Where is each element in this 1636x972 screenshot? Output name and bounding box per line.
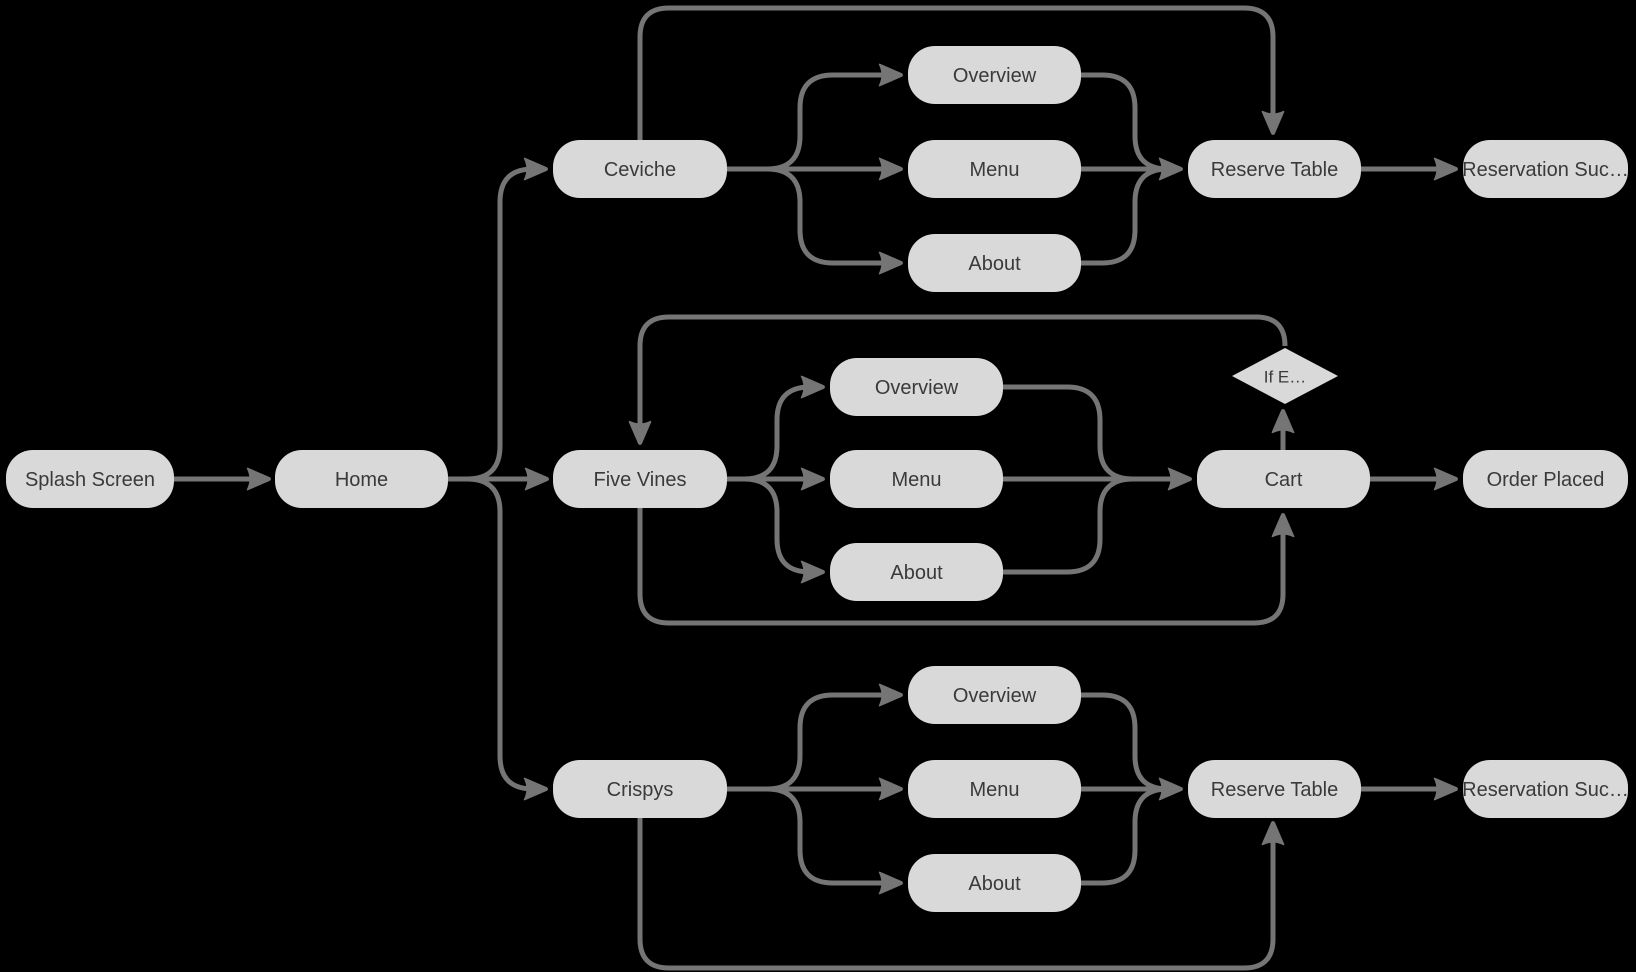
node-label-cart: Cart [1265, 469, 1303, 491]
node-shape-menu-3[interactable] [908, 760, 1081, 818]
node-shape-order-placed[interactable] [1463, 450, 1628, 508]
node-shape-reserve-table-1[interactable] [1188, 140, 1361, 198]
node-label-menu-2: Menu [891, 469, 941, 491]
edge-about-1-to-reserve-table-1 [1081, 166, 1169, 266]
edge-about-2-to-cart [1003, 476, 1134, 575]
node-shape-five-vines[interactable] [553, 450, 727, 508]
node-label-overview-2: Overview [875, 377, 959, 399]
node-shape-about-1[interactable] [908, 234, 1081, 292]
node-shape-overview-1[interactable] [908, 46, 1081, 104]
node-if-empty[interactable]: If E… [1232, 348, 1338, 404]
node-about-1[interactable]: About [908, 234, 1081, 292]
node-shape-about-2[interactable] [830, 543, 1003, 601]
node-label-splash-screen: Splash Screen [25, 469, 155, 491]
edge-home-to-ceviche [448, 157, 548, 482]
node-label-reservation-success-1: Reservation Suc… [1462, 159, 1629, 181]
node-label-menu-1: Menu [969, 159, 1019, 181]
edge-layer [174, 5, 1458, 971]
node-shape-menu-1[interactable] [908, 140, 1081, 198]
edge-overview-3-to-reserve-table-3 [1081, 692, 1169, 792]
node-label-overview-3: Overview [953, 685, 1037, 707]
node-shape-cart[interactable] [1197, 450, 1370, 508]
node-label-about-3: About [968, 873, 1021, 895]
node-overview-3[interactable]: Overview [908, 666, 1081, 724]
node-overview-1[interactable]: Overview [908, 46, 1081, 104]
node-menu-3[interactable]: Menu [908, 760, 1081, 818]
node-reserve-table-1[interactable]: Reserve Table [1188, 140, 1361, 198]
node-shape-reservation-success-1[interactable] [1463, 140, 1628, 198]
node-reservation-success-3[interactable]: Reservation Suc… [1462, 760, 1629, 818]
node-menu-2[interactable]: Menu [830, 450, 1003, 508]
node-label-order-placed: Order Placed [1487, 469, 1605, 491]
node-label-menu-3: Menu [969, 779, 1019, 801]
node-label-reserve-table-3: Reserve Table [1211, 779, 1338, 801]
edge-if-empty-to-five-vines [628, 314, 1288, 445]
node-five-vines[interactable]: Five Vines [553, 450, 727, 508]
node-shape-home[interactable] [275, 450, 448, 508]
node-ceviche[interactable]: Ceviche [553, 140, 727, 198]
edge-ceviche-to-overview-1 [727, 63, 903, 172]
edge-ceviche-to-reserve-table-1 [637, 5, 1285, 140]
node-shape-reserve-table-3[interactable] [1188, 760, 1361, 818]
node-shape-menu-2[interactable] [830, 450, 1003, 508]
node-shape-crispys[interactable] [553, 760, 727, 818]
node-label-crispys: Crispys [607, 779, 674, 801]
node-order-placed[interactable]: Order Placed [1463, 450, 1628, 508]
node-reserve-table-3[interactable]: Reserve Table [1188, 760, 1361, 818]
edge-home-to-crispys [448, 476, 548, 801]
node-reservation-success-1[interactable]: Reservation Suc… [1462, 140, 1629, 198]
node-label-about-1: About [968, 253, 1021, 275]
node-label-ceviche: Ceviche [604, 159, 676, 181]
node-about-2[interactable]: About [830, 543, 1003, 601]
node-label-home: Home [335, 469, 388, 491]
node-about-3[interactable]: About [908, 854, 1081, 912]
edge-five-vines-to-overview-2 [727, 375, 825, 482]
edge-five-vines-to-cart [637, 508, 1295, 626]
node-shape-reservation-success-3[interactable] [1463, 760, 1628, 818]
node-shape-splash-screen[interactable] [6, 450, 174, 508]
node-overview-2[interactable]: Overview [830, 358, 1003, 416]
node-cart[interactable]: Cart [1197, 450, 1370, 508]
node-label-reservation-success-3: Reservation Suc… [1462, 779, 1629, 801]
edge-crispys-to-overview-3 [727, 683, 903, 792]
node-shape-if-empty[interactable] [1232, 348, 1338, 404]
edge-overview-2-to-cart [1003, 384, 1134, 482]
edge-about-3-to-reserve-table-3 [1081, 786, 1169, 886]
edge-five-vines-to-about-2 [727, 476, 825, 584]
edge-crispys-to-about-3 [727, 786, 903, 895]
node-label-reserve-table-1: Reserve Table [1211, 159, 1338, 181]
node-shape-overview-2[interactable] [830, 358, 1003, 416]
node-label-if-empty: If E… [1264, 368, 1307, 387]
node-shape-overview-3[interactable] [908, 666, 1081, 724]
node-shape-ceviche[interactable] [553, 140, 727, 198]
edge-overview-1-to-reserve-table-1 [1081, 72, 1169, 172]
node-label-five-vines: Five Vines [593, 469, 686, 491]
node-splash-screen[interactable]: Splash Screen [6, 450, 174, 508]
node-label-about-2: About [890, 562, 943, 584]
node-home[interactable]: Home [275, 450, 448, 508]
edge-ceviche-to-about-1 [727, 166, 903, 275]
node-menu-1[interactable]: Menu [908, 140, 1081, 198]
node-crispys[interactable]: Crispys [553, 760, 727, 818]
node-label-overview-1: Overview [953, 65, 1037, 87]
edge-crispys-to-reserve-table-3 [637, 818, 1285, 971]
node-shape-about-3[interactable] [908, 854, 1081, 912]
